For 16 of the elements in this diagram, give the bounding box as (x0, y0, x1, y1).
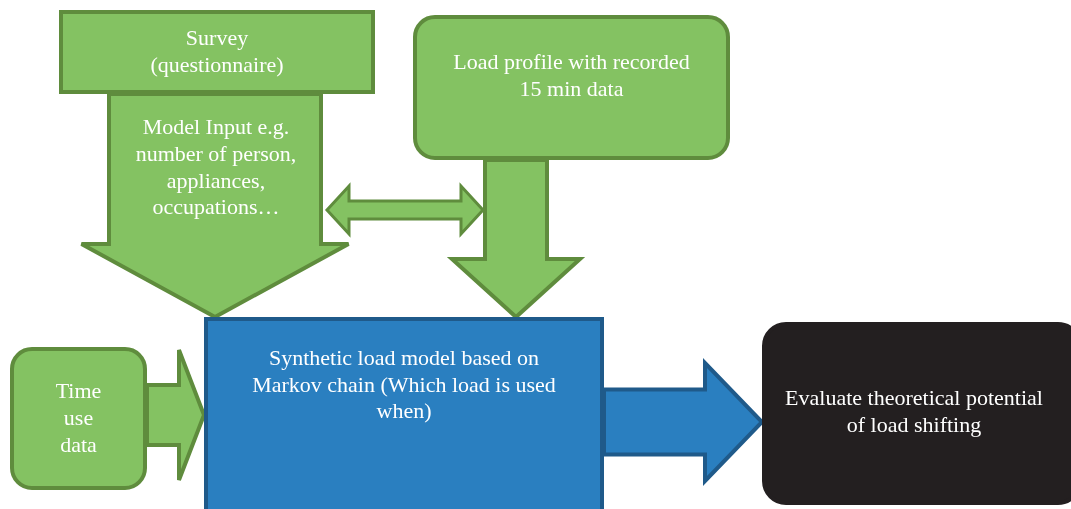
node-label: Load profile with recorded 15 min data (452, 48, 691, 103)
node-label: Synthetic load model based on Markov chain (Which load is used when) (251, 344, 557, 426)
block-arrow (446, 158, 586, 320)
node-label: Evaluate theoretical potential of load shifting (784, 384, 1044, 439)
edge-label: Model Input e.g. number of person, appliances, occupations… (134, 114, 298, 222)
block-arrow (602, 358, 765, 486)
node-label: Time use data (54, 378, 103, 459)
process-box (413, 15, 730, 160)
block-arrow (145, 348, 207, 482)
process-box (59, 10, 375, 94)
process-box (204, 317, 604, 509)
block-arrow (79, 92, 351, 320)
block-arrow (324, 182, 486, 238)
process-box (762, 322, 1071, 505)
node-label: Survey (questionnaire) (149, 25, 285, 79)
process-box (10, 347, 147, 490)
